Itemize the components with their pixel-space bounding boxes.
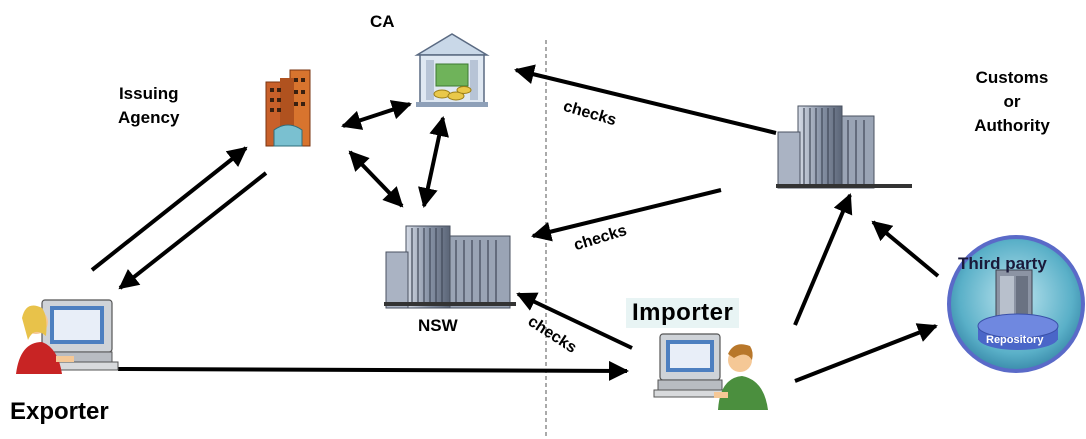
repository-server-icon: [995, 269, 1033, 323]
nsw-label: NSW: [418, 316, 458, 335]
importer-label: Importer: [626, 298, 740, 328]
issuing-agency-label: Issuing Agency: [118, 82, 179, 130]
exporter-person-icon: [16, 299, 119, 374]
third-party-node: [947, 235, 1085, 373]
customs-label: Customs or Authority: [974, 66, 1050, 138]
nsw-building-icon: [384, 225, 516, 309]
customs-label-line3: Authority: [974, 116, 1050, 135]
exporter-label: Exporter: [10, 398, 109, 425]
arrows: [90, 64, 940, 383]
arrow-importer-to-customs: [793, 193, 853, 326]
bank-icon: [414, 33, 490, 107]
arrow-customs-to-ca: [514, 64, 777, 135]
third-party-label: Third party: [958, 254, 1047, 273]
customs-building-icon: [776, 105, 912, 189]
ca-label: CA: [370, 12, 395, 31]
customs-label-line2: or: [1003, 92, 1021, 111]
customs-label-line1: Customs: [975, 68, 1049, 87]
importer-person-icon: [653, 333, 768, 410]
arrow-issuing-ca: [341, 100, 412, 130]
repository-label: Repository: [986, 334, 1044, 346]
arrow-customs-to-nsw: [531, 188, 722, 242]
arrow-thirdparty-to-customs: [871, 220, 940, 278]
arrow-issuing-to-exporter: [118, 171, 268, 290]
issuing-agency-building-icon: [265, 69, 311, 147]
arrow-importer-to-nsw: [516, 292, 633, 350]
arrow-importer-to-thirdparty: [794, 323, 938, 383]
arrow-issuing-nsw: [348, 150, 404, 208]
arrow-exporter-to-issuing: [90, 146, 248, 272]
arrow-ca-nsw: [418, 116, 449, 208]
issuing-agency-label-line1: Issuing: [118, 84, 179, 103]
issuing-agency-label-line2: Agency: [118, 108, 180, 127]
arrow-exporter-to-importer: [117, 360, 629, 381]
